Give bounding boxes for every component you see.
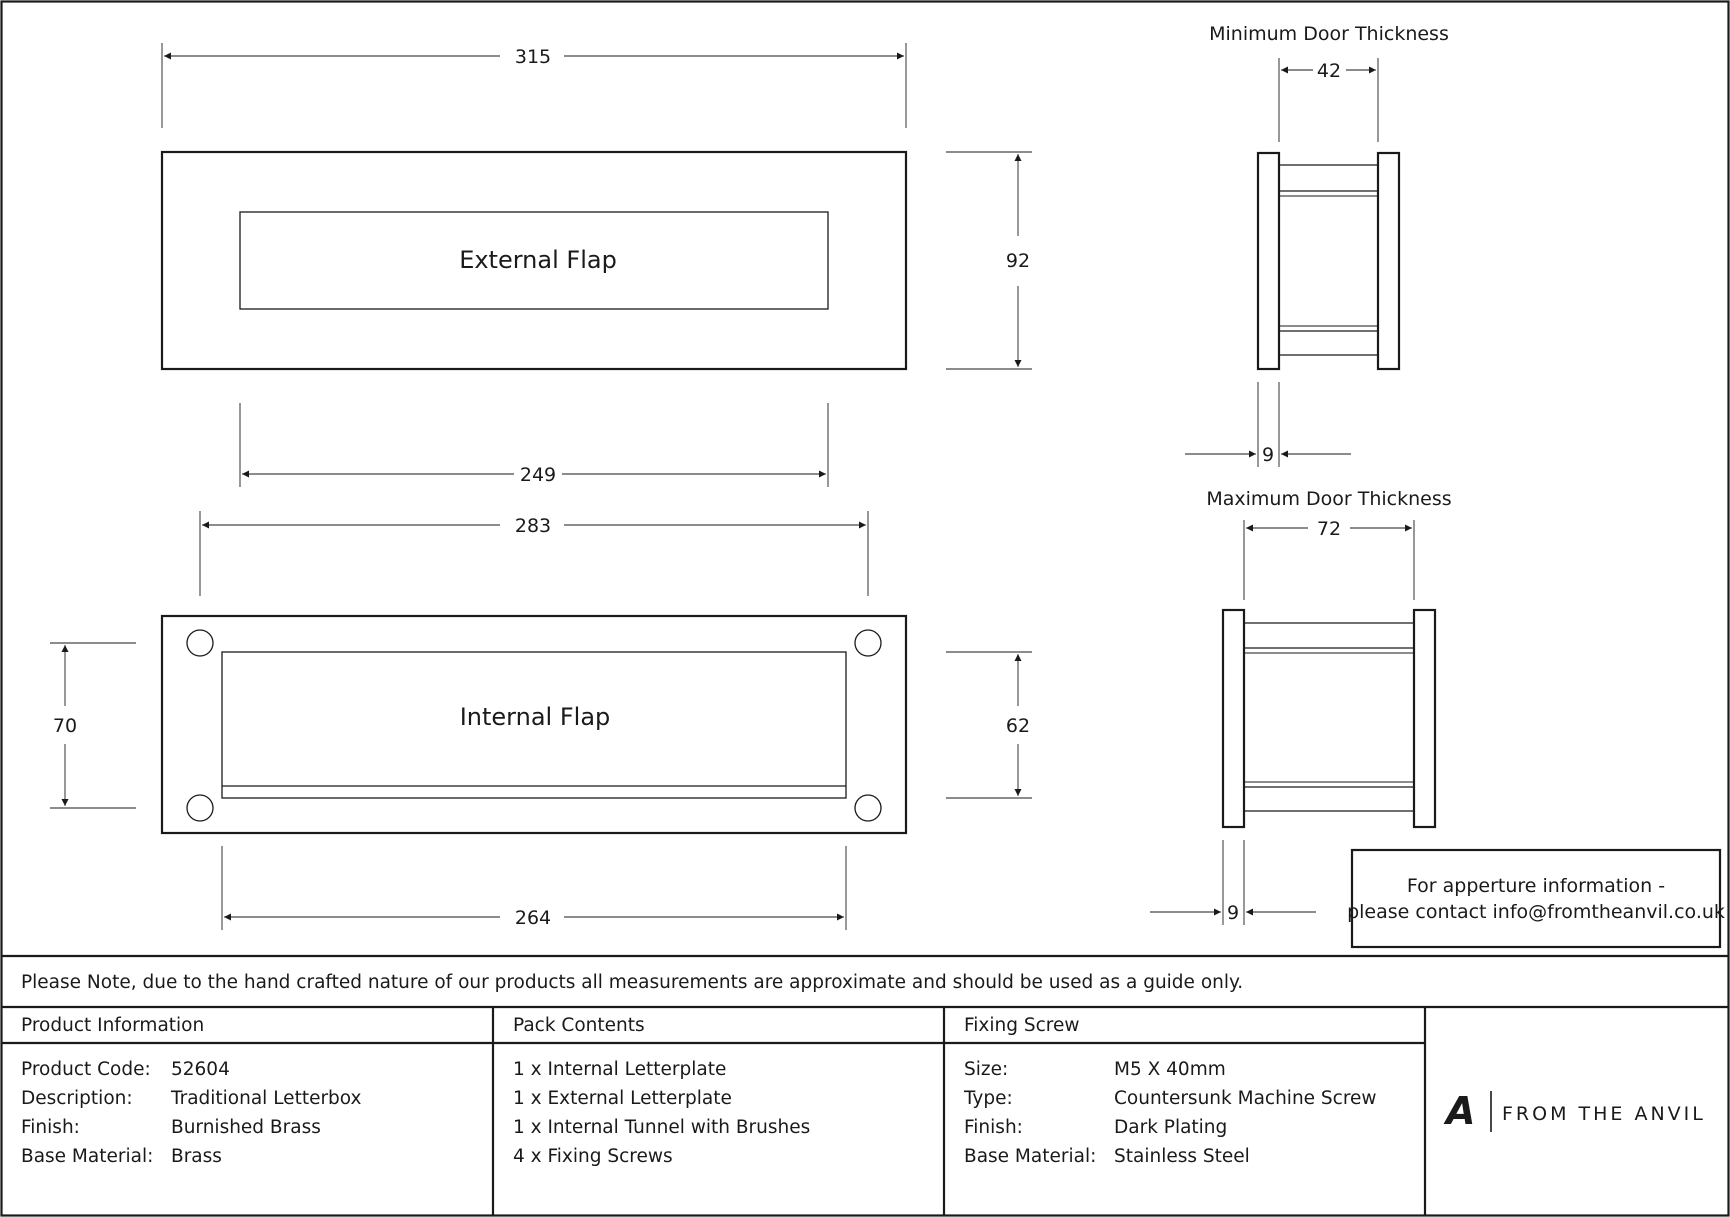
external-flap-outline: [239, 211, 829, 310]
internal-letterplate-view: 283 Internal Flap 70 62 264: [50, 511, 1032, 930]
dim-external-height: 92: [1006, 250, 1030, 272]
dim-min-plate: 9: [1262, 444, 1274, 466]
finish-value: Burnished Brass: [171, 1117, 321, 1138]
product-info-section: Product Information Product Code: 52604 …: [21, 1015, 362, 1167]
screw-finish-value: Dark Plating: [1114, 1117, 1227, 1138]
max-plate-left: [1221, 608, 1246, 829]
pack-contents-section: Pack Contents 1 x Internal Letterplate 1…: [513, 1015, 810, 1167]
aperture-note: For apperture information - please conta…: [1347, 848, 1725, 949]
screw-hole-bottom-right: [854, 794, 882, 822]
external-plate-outline: [160, 150, 908, 371]
description-label: Description:: [21, 1088, 133, 1109]
min-plate-left: [1256, 151, 1281, 371]
description-value: Traditional Letterbox: [170, 1088, 362, 1109]
product-info-title: Product Information: [21, 1015, 204, 1036]
internal-flap-label: Internal Flap: [460, 703, 611, 731]
measurement-note: Please Note, due to the hand crafted nat…: [21, 972, 1243, 993]
screw-material-value: Stainless Steel: [1114, 1146, 1250, 1167]
screw-material-label: Base Material:: [964, 1146, 1096, 1167]
pack-contents-title: Pack Contents: [513, 1015, 645, 1036]
screw-finish-label: Finish:: [964, 1117, 1023, 1138]
screw-size-value: M5 X 40mm: [1114, 1059, 1226, 1080]
min-door-thickness-view: Minimum Door Thickness 42 9: [1185, 23, 1449, 467]
pack-item: 1 x Internal Letterplate: [513, 1059, 726, 1080]
fixing-screw-title: Fixing Screw: [964, 1015, 1080, 1036]
pack-item: 1 x External Letterplate: [513, 1088, 732, 1109]
dim-min-thickness: 42: [1317, 60, 1341, 82]
aperture-note-box: [1350, 848, 1722, 949]
base-material-label: Base Material:: [21, 1146, 153, 1167]
max-plate-right: [1412, 608, 1437, 829]
internal-plate-outline: [160, 614, 908, 835]
dim-internal-height: 70: [53, 715, 77, 737]
dim-external-flap-width: 249: [520, 464, 556, 486]
product-code-label: Product Code:: [21, 1059, 151, 1080]
dim-max-plate: 9: [1227, 902, 1239, 924]
base-material-value: Brass: [171, 1146, 222, 1167]
finish-label: Finish:: [21, 1117, 80, 1138]
brand-name: FROM THE ANVIL: [1502, 1103, 1706, 1125]
dim-max-thickness: 72: [1317, 518, 1341, 540]
external-flap-label: External Flap: [459, 246, 617, 274]
min-door-title: Minimum Door Thickness: [1209, 23, 1449, 45]
anvil-logo-icon: A: [1443, 1089, 1475, 1133]
brand-logo: A FROM THE ANVIL: [1443, 1089, 1706, 1133]
pack-item: 1 x Internal Tunnel with Brushes: [513, 1117, 810, 1138]
screw-type-value: Countersunk Machine Screw: [1114, 1088, 1377, 1109]
screw-hole-bottom-left: [186, 794, 214, 822]
screw-type-label: Type:: [963, 1088, 1013, 1109]
max-door-title: Maximum Door Thickness: [1206, 488, 1451, 510]
dim-internal-flap-height: 62: [1006, 715, 1030, 737]
max-door-thickness-view: Maximum Door Thickness 72 9: [1150, 488, 1452, 925]
product-code-value: 52604: [171, 1059, 230, 1080]
dim-external-width: 315: [515, 46, 551, 68]
aperture-note-line1: For apperture information -: [1407, 875, 1665, 897]
screw-hole-top-right: [854, 629, 882, 657]
min-plate-right: [1376, 151, 1401, 371]
dim-internal-flap-width: 264: [515, 907, 551, 929]
external-letterplate-view: External Flap 315 92 249: [160, 43, 1032, 487]
screw-size-label: Size:: [964, 1059, 1008, 1080]
fixing-screw-section: Fixing Screw Size: M5 X 40mm Type: Count…: [963, 1015, 1377, 1167]
dim-screw-spacing: 283: [515, 515, 551, 537]
internal-flap-outline: [221, 651, 847, 799]
screw-hole-top-left: [186, 629, 214, 657]
aperture-note-line2: please contact info@fromtheanvil.co.uk: [1347, 901, 1725, 923]
pack-item: 4 x Fixing Screws: [513, 1146, 673, 1167]
